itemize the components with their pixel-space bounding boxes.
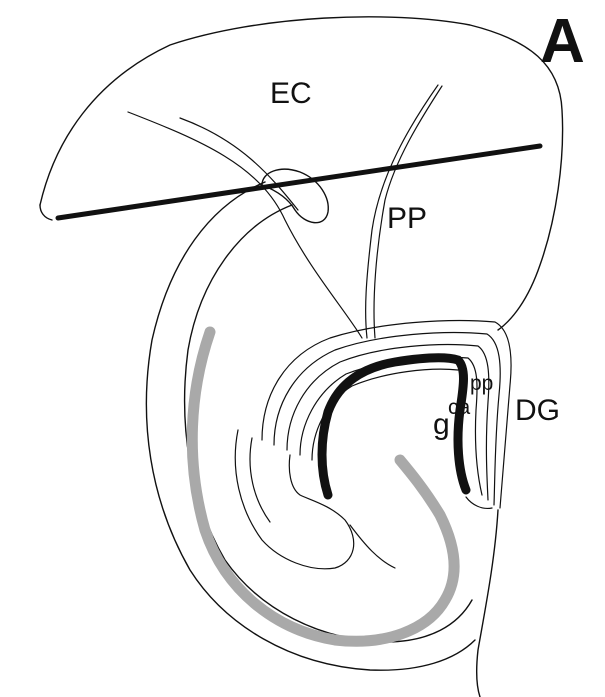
- dg-layer-line-1: [262, 321, 511, 508]
- perforant-path-fiber-left: [128, 112, 362, 338]
- ca3-inner-curve-2: [250, 438, 270, 522]
- panel-label: A: [540, 7, 585, 76]
- entorhinal-cortex-outline: [40, 17, 563, 330]
- ca3-inner-curve: [235, 430, 353, 569]
- label-dentate-gyrus: DG: [515, 394, 560, 427]
- transection-line: [58, 146, 540, 218]
- label-g-layer: g: [433, 408, 450, 441]
- label-ca-layer: ca: [448, 396, 471, 419]
- hippocampus-outer-boundary: [40, 205, 52, 220]
- right-descending-boundary: [477, 510, 498, 697]
- label-perforant-path: PP: [387, 202, 427, 235]
- label-entorhinal-cortex: EC: [270, 77, 312, 110]
- label-pp-layer: pp: [470, 372, 493, 395]
- ca3-inner-curve-3: [350, 525, 395, 568]
